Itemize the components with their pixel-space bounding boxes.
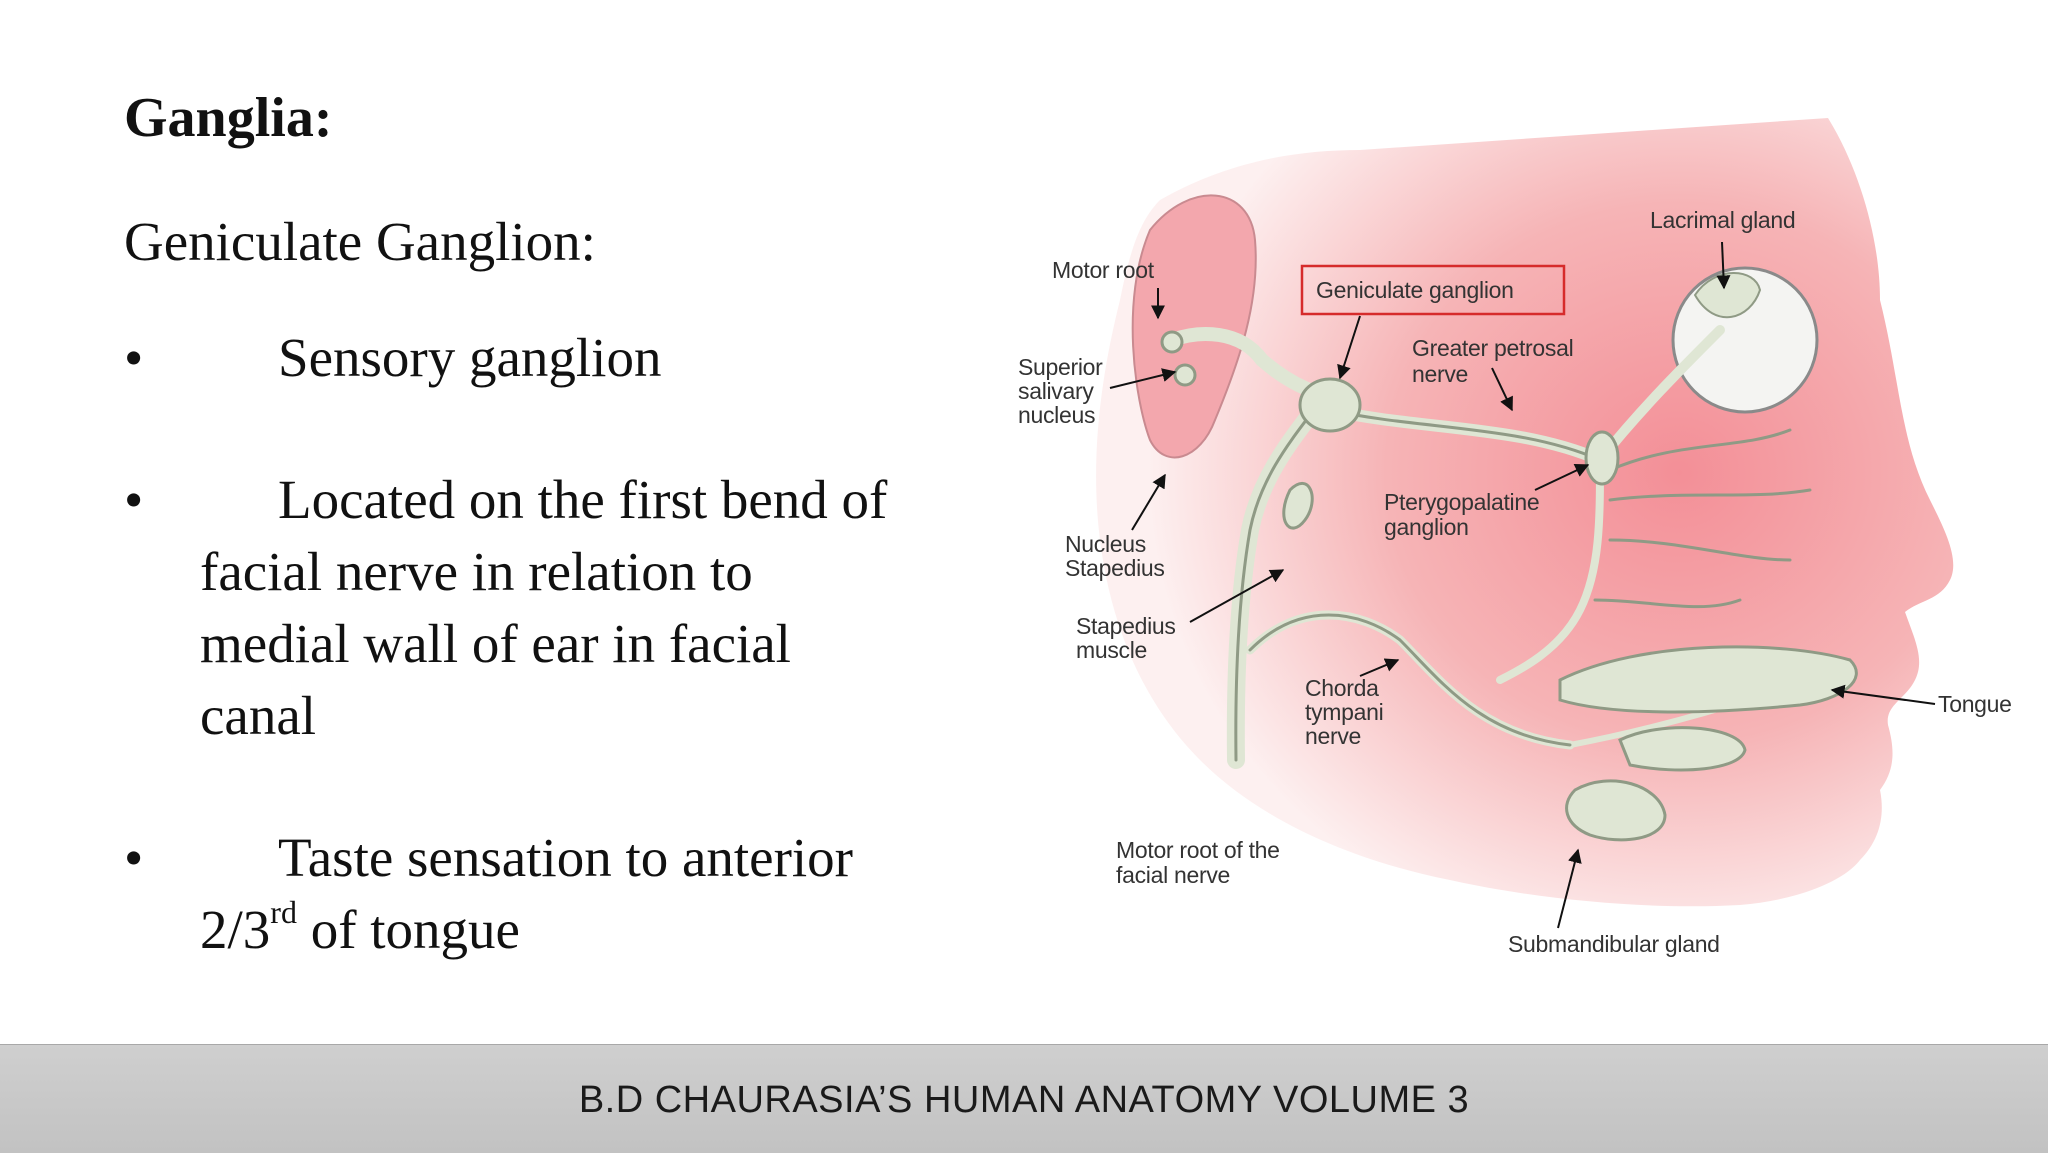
submandibular-gland-icon	[1565, 779, 1667, 842]
leader-arrows	[1109, 241, 1936, 929]
motor-root-nucleus-icon	[1160, 330, 1184, 354]
bullet-text: Taste sensation to anterior	[278, 827, 854, 888]
label-lacrimal-gland: Lacrimal gland	[1650, 207, 1795, 233]
geniculate-highlight-box	[1300, 264, 1566, 316]
nerve-paths	[1165, 325, 1833, 769]
subheading: Geniculate Ganglion:	[124, 211, 596, 272]
bullet-dot: •	[124, 827, 144, 888]
label-motor-root: Motor root	[1052, 257, 1155, 283]
tongue-icon	[1558, 645, 1858, 714]
bullet-item: • Taste sensation to anterior 2/3rd of t…	[124, 822, 974, 966]
footer-bar: B.D CHAURASIA’S HUMAN ANATOMY VOLUME 3	[0, 1044, 2048, 1153]
slide-title: Ganglia:	[124, 87, 333, 149]
bullet-item: • Sensory ganglion	[124, 322, 974, 394]
geniculate-ganglion-icon	[1298, 377, 1362, 433]
ear-icon	[1131, 194, 1257, 459]
bullet-text: Sensory ganglion	[278, 327, 662, 388]
footer-citation: B.D CHAURASIA’S HUMAN ANATOMY VOLUME 3	[578, 1079, 1470, 1121]
bullet-text-cont: medial wall of ear in facial	[200, 613, 791, 674]
stapedius-icon	[1282, 482, 1314, 530]
bullet-dot: •	[124, 327, 144, 388]
bullet-list: • Sensory ganglion • Located on the firs…	[124, 322, 974, 966]
bullet-dot: •	[124, 469, 144, 530]
bullet-text-cont: facial nerve in relation to	[200, 541, 753, 602]
label-submandibular-gland: Submandibular gland	[1508, 931, 1720, 957]
bullet-text-cont: 2/3rd of tongue	[200, 893, 520, 960]
pterygopalatine-ganglion-icon	[1584, 430, 1620, 486]
salivary-nucleus-icon	[1173, 363, 1197, 387]
bullet-text-cont: canal	[200, 685, 317, 746]
label-geniculate-ganglion: Geniculate ganglion	[1316, 277, 1514, 303]
sublingual-gland-icon	[1618, 726, 1747, 772]
bullet-text: Located on the first bend of	[278, 469, 888, 530]
label-tongue: Tongue	[1938, 691, 2012, 717]
bullet-item: • Located on the first bend of facial ne…	[124, 464, 974, 752]
